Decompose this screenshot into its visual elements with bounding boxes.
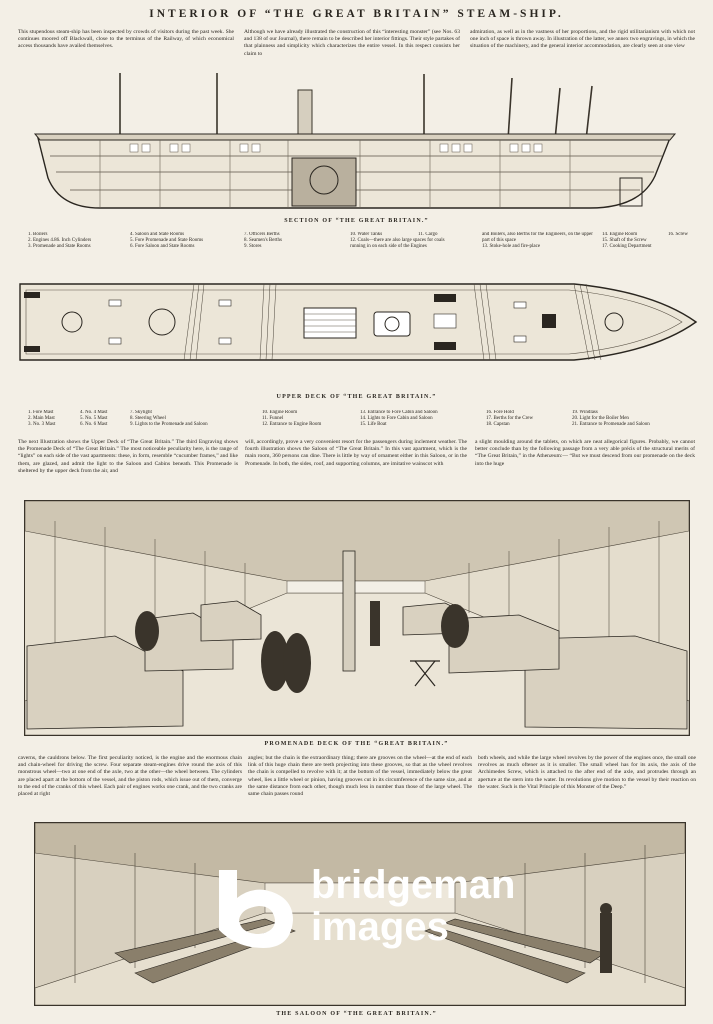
- saloon-drawing: [35, 823, 685, 1005]
- upper-deck-drawing: [19, 283, 698, 361]
- legend-item: 11. Cargo: [418, 232, 438, 237]
- legend-item: 11. Funnel: [262, 416, 284, 422]
- legend-item: 9. Lights to the Promenade and Saloon: [130, 422, 208, 428]
- deck-legend-col-6: 16. Fore Hold 17. Berths for the Crew 18…: [486, 410, 566, 432]
- intro-column-2: Although we have already illustrated the…: [244, 29, 460, 57]
- watermark-line-2: images: [311, 905, 449, 949]
- deck-legend-col-3: 7. Skylight 8. Steering Wheel 9. Lights …: [130, 410, 250, 432]
- legend-item: 4. No. 4 Mast: [80, 410, 108, 415]
- legend-item: 3. No. 3 Mast: [28, 422, 56, 428]
- legend-item: 5. No. 5 Mast: [80, 416, 108, 422]
- legend-item: 10. Water Tanks: [350, 232, 383, 237]
- legend-item: 15. Life Boat: [360, 422, 387, 428]
- saloon-engraving: [34, 822, 686, 1006]
- bridgeman-watermark: bridgeman images: [215, 862, 595, 952]
- legend-item: 12. Coals—there are also large spaces fo…: [350, 238, 445, 250]
- legend-item: 8. Seamen's Berths: [244, 238, 282, 244]
- lower-column-1: caverns, the cauldrons below. The first …: [18, 755, 242, 798]
- deck-legend-col-5: 13. Entrance to Fore Cabin and Saloon 14…: [360, 410, 470, 432]
- lower-column-3: both wheels, and while the large wheel r…: [478, 755, 696, 790]
- legend-item: 6. Fore Saloon and State Rooms: [130, 244, 195, 250]
- legend-item: 18. Capstan: [486, 422, 510, 428]
- middle-column-3: a slight moulding around the tablets, on…: [475, 439, 695, 467]
- deck-legend-col-1: 1. Fore Mast 2. Main Mast 3. No. 3 Mast: [28, 410, 98, 432]
- promenade-deck-engraving: [24, 500, 690, 736]
- deck-legend-col-4: 10. Engine Room 11. Funnel 12. Entrance …: [262, 410, 352, 432]
- legend-item: 9. Stores: [244, 244, 262, 250]
- legend-item: 21. Entrance to Promenade and Saloon: [572, 422, 650, 428]
- legend-item: 12. Entrance to Engine Room: [262, 422, 322, 428]
- legend-item: 2. Main Mast: [28, 416, 55, 422]
- ship-section-drawing: [33, 73, 677, 209]
- saloon-caption: THE SALOON OF “THE GREAT BRITAIN.”: [276, 1011, 437, 1017]
- section-legend-col-1: 1. Boilers 2. Engines 4.86. Inch Cylinde…: [28, 232, 118, 254]
- legend-item: 19. Windlass: [572, 410, 598, 415]
- section-legend-col-4: 10. Water Tanks 12. Coals—there are also…: [350, 232, 445, 254]
- deck-caption: UPPER DECK OF “THE GREAT BRITAIN.”: [276, 394, 437, 400]
- legend-item: 14. Engine Room: [602, 232, 638, 237]
- legend-item: 13. Stoke-hole and fire-place: [482, 244, 541, 250]
- middle-column-2: will, accordingly, prove a very convenie…: [245, 439, 467, 467]
- legend-item: 7. Officers Berths: [244, 232, 280, 237]
- legend-item: 7. Skylight: [130, 410, 152, 415]
- upper-deck-plan: [14, 262, 699, 380]
- section-legend-col-3: 7. Officers Berths 8. Seamen's Berths 9.…: [244, 232, 324, 254]
- deck-legend-col-2: 4. No. 4 Mast 5. No. 5 Mast 6. No. 6 Mas…: [80, 410, 140, 432]
- deck-legend-col-7: 19. Windlass 20. Light for the Boiler Me…: [572, 410, 692, 432]
- legend-item: 1. Boilers: [28, 232, 48, 237]
- intro-column-1: This stupendous steam-ship has been insp…: [18, 29, 234, 50]
- section-legend-col-8: 16. Screw: [668, 232, 708, 240]
- section-legend-col-2: 4. Saloon and State Rooms 5. Fore Promen…: [130, 232, 230, 254]
- page-title: INTERIOR OF “THE GREAT BRITAIN” STEAM-SH…: [149, 8, 564, 20]
- legend-item: 3. Promenade and State Rooms: [28, 244, 91, 250]
- legend-item: 5. Fore Promenade and State Rooms: [130, 238, 204, 244]
- promenade-drawing: [25, 501, 689, 735]
- watermark-line-1: bridgeman: [311, 863, 516, 907]
- legend-item: 16. Screw: [668, 232, 688, 237]
- section-legend-col-6: and Boilers, also Berths for the Enginee…: [482, 232, 597, 254]
- legend-item: 17. Berths for the Crew: [486, 416, 534, 422]
- promenade-caption: PROMENADE DECK OF THE “GREAT BRITAIN.”: [264, 741, 449, 747]
- legend-item: and Boilers, also Berths for the Enginee…: [482, 232, 593, 244]
- section-caption: SECTION OF “THE GREAT BRITAIN.”: [284, 218, 429, 224]
- legend-item: 1. Fore Mast: [28, 410, 54, 415]
- intro-column-3: admiration, as well as in the vastness o…: [470, 29, 695, 50]
- section-legend-col-7: 14. Engine Room 15. Shaft of the Screw 1…: [602, 232, 662, 254]
- legend-item: 6. No. 6 Mast: [80, 422, 108, 428]
- legend-item: 16. Fore Hold: [486, 410, 514, 415]
- legend-item: 14. Lights to Fore Cabin and Saloon: [360, 416, 433, 422]
- legend-item: 15. Shaft of the Screw: [602, 238, 647, 244]
- legend-item: 20. Light for the Boiler Men: [572, 416, 629, 422]
- legend-item: 13. Entrance to Fore Cabin and Saloon: [360, 410, 438, 415]
- middle-column-1: The next Illustration shows the Upper De…: [18, 439, 238, 474]
- legend-item: 2. Engines 4.86. Inch Cylinders: [28, 238, 92, 244]
- legend-item: 17. Cooking Department: [602, 244, 652, 250]
- ship-section-engraving: [30, 68, 680, 216]
- section-legend-col-5: 11. Cargo: [418, 232, 453, 254]
- legend-item: 8. Steering Wheel: [130, 416, 166, 422]
- legend-item: 4. Saloon and State Rooms: [130, 232, 185, 237]
- lower-column-2: angles; but the chain is the extraordina…: [248, 755, 472, 798]
- bridgeman-logo-icon: [219, 870, 293, 948]
- legend-item: 10. Engine Room: [262, 410, 298, 415]
